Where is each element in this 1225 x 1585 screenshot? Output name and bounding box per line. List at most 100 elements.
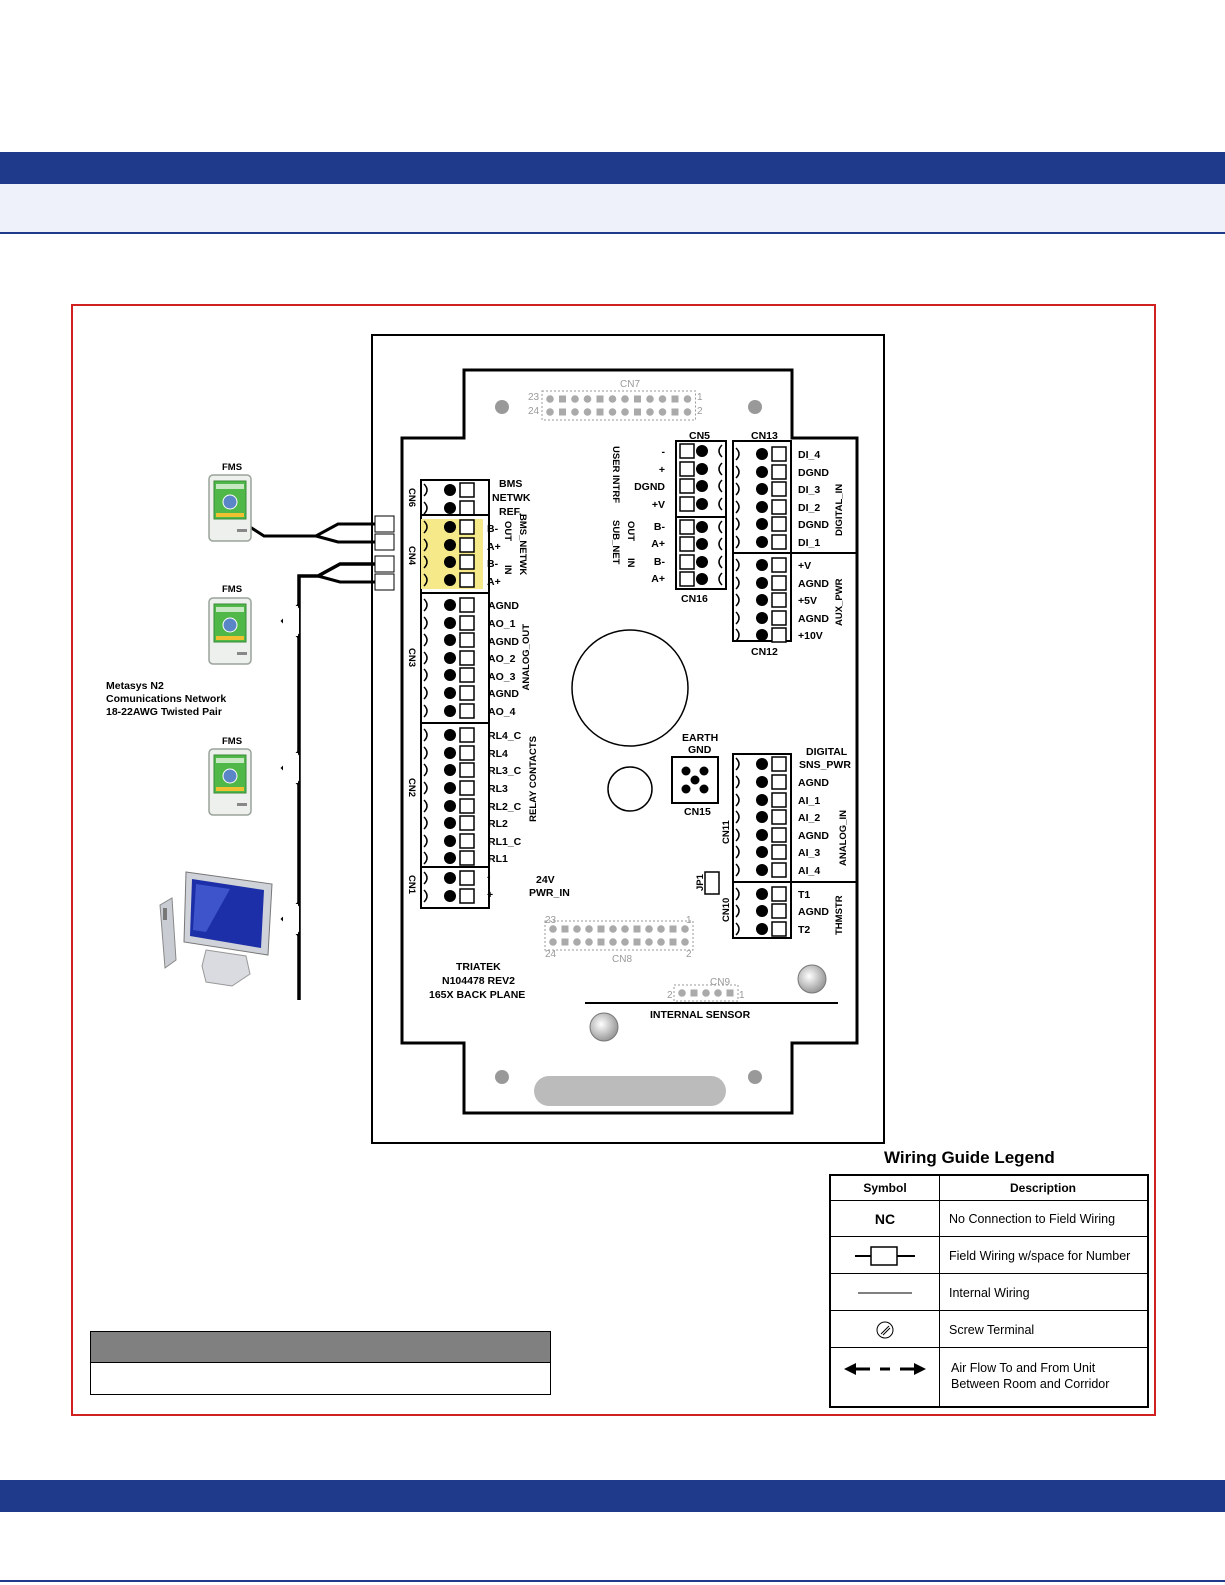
terminal-notch — [735, 482, 740, 496]
header-pin — [609, 938, 617, 946]
terminal-notch — [735, 775, 740, 789]
cn10-pin-label: T2 — [798, 924, 810, 936]
legend-description: Field Wiring w/space for Number — [949, 1248, 1131, 1263]
terminal-dot — [444, 669, 456, 681]
terminal-notch — [423, 816, 428, 830]
cn3-pin-label: AGND — [488, 636, 519, 648]
terminal-dot — [756, 829, 768, 841]
terminal-notch — [718, 537, 723, 551]
header-pin — [597, 925, 605, 933]
terminal-dot — [444, 574, 456, 586]
header-pin — [683, 395, 692, 403]
terminal-notch — [735, 593, 740, 607]
sensor-port — [571, 629, 689, 747]
terminal-notch — [735, 810, 740, 824]
header-outline — [544, 920, 694, 951]
cn15-pin — [681, 784, 691, 794]
header-pin — [583, 395, 592, 403]
terminal-square — [771, 557, 787, 573]
terminal-square — [459, 888, 475, 904]
sub-out-label: OUT — [625, 521, 636, 541]
cn4-pin-4: A+ — [487, 576, 501, 588]
cn7-pin23: 23 — [528, 392, 540, 403]
cn12-pin-label: +V — [798, 560, 811, 572]
cn2-pin-label: RL4 — [488, 748, 508, 760]
terminal-square — [459, 850, 475, 866]
header-pin — [657, 938, 665, 946]
terminal-square — [459, 597, 475, 613]
legend-description: Air Flow To and From Unit Between Room a… — [951, 1361, 1110, 1391]
terminal-dot — [696, 463, 708, 475]
terminal-notch — [423, 538, 428, 552]
terminal-notch — [735, 500, 740, 514]
terminal-dot — [696, 573, 708, 585]
terminal-square — [771, 534, 787, 550]
header-pin — [596, 395, 604, 403]
terminal-square — [459, 500, 475, 516]
terminal-dot — [444, 764, 456, 776]
terminal-dot — [756, 811, 768, 823]
terminal-square — [771, 575, 787, 591]
terminal-notch — [735, 845, 740, 859]
terminal-dot — [756, 758, 768, 770]
fms-check-icon — [222, 768, 238, 784]
legend-row: Screw Terminal — [831, 1310, 1147, 1348]
triatek-line1: TRIATEK — [456, 961, 501, 973]
terminal-square — [771, 862, 787, 878]
terminal-notch — [735, 757, 740, 771]
terminal-dot — [696, 480, 708, 492]
legend-row: Field Wiring w/space for Number — [831, 1236, 1147, 1274]
cn2-pin-label: RL3_C — [488, 765, 522, 777]
cn13-pin-label: DI_1 — [798, 537, 820, 549]
gnd-label: GND — [688, 744, 712, 756]
field-wiring-box-icon — [831, 1237, 939, 1274]
terminal-notch — [735, 465, 740, 479]
terminal-dot — [756, 776, 768, 788]
terminal-notch — [735, 447, 740, 461]
header-pin — [621, 395, 629, 403]
fms-status-bar — [216, 513, 244, 517]
field-wiring-box — [374, 533, 395, 551]
terminal-dot — [756, 864, 768, 876]
cn15-pin — [681, 766, 691, 776]
left-terminal-pins — [421, 482, 489, 904]
header-pin — [621, 938, 629, 946]
sub-net-label: SUB_NET — [610, 520, 621, 565]
header-pin — [585, 938, 593, 946]
cn11-pin-label: AI_2 — [798, 812, 820, 824]
sub-in-label: IN — [625, 558, 636, 568]
cn10-pin-label: AGND — [798, 906, 829, 918]
cn11-pin-label: AGND — [798, 830, 829, 842]
header-pin — [634, 395, 641, 403]
terminal-notch — [423, 573, 428, 587]
terminal-dot — [756, 501, 768, 513]
terminal-square — [459, 685, 475, 701]
header-pin — [658, 408, 667, 416]
terminal-square — [771, 844, 787, 860]
cn12-label: CN12 — [751, 646, 778, 658]
cn7-pin2: 2 — [697, 406, 703, 417]
terminal-dot — [756, 466, 768, 478]
header-pin — [683, 408, 692, 416]
terminal-square — [459, 519, 475, 535]
terminal-square — [771, 516, 787, 532]
fms-screen-bar — [216, 758, 244, 763]
cn11-label: CN11 — [721, 820, 732, 844]
cn13-pin-label: DGND — [798, 519, 829, 531]
terminal-dot — [756, 577, 768, 589]
cn15-label: CN15 — [684, 806, 711, 818]
header-pin — [549, 938, 557, 946]
cn4-out-label: OUT — [502, 521, 513, 541]
terminal-notch — [735, 904, 740, 918]
cn2-pin-label: RL4_C — [488, 730, 522, 742]
terminal-dot — [756, 612, 768, 624]
cn11-pin-label: AGND — [798, 777, 829, 789]
footer-band — [0, 1480, 1225, 1512]
cn8-pin23: 23 — [545, 915, 557, 926]
fms-logo — [237, 652, 247, 655]
cn4-pin-2: A+ — [487, 541, 501, 553]
terminal-notch — [718, 479, 723, 493]
bms-ref-line1: BMS — [499, 478, 522, 490]
digital-in-label: DIGITAL_IN — [834, 484, 845, 536]
